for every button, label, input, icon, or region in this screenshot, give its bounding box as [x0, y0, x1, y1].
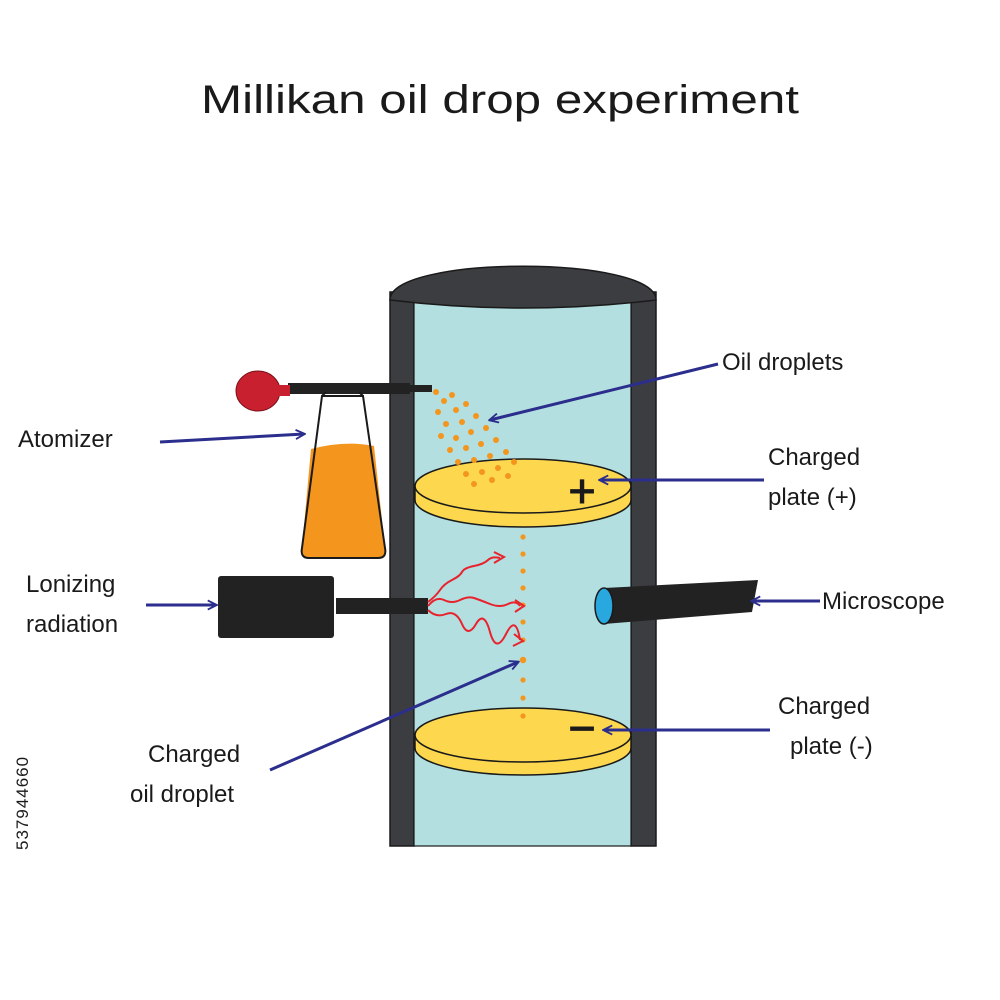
oil-droplet	[493, 437, 499, 443]
atomizer-bulb	[235, 370, 281, 412]
atomizer-nozzle-tube	[288, 383, 410, 394]
oil-droplet	[441, 398, 447, 404]
falling-droplet	[520, 551, 526, 557]
oil-droplet	[447, 447, 453, 453]
oil-droplet	[483, 425, 489, 431]
oil-droplet	[463, 471, 469, 477]
radiation-arrowhead	[512, 633, 525, 647]
chamber-top-rim	[389, 265, 657, 309]
oil-droplet	[511, 459, 517, 465]
radiation-source	[218, 551, 526, 647]
oil-droplet	[479, 469, 485, 475]
falling-droplet	[520, 695, 526, 701]
oil-spray	[433, 389, 517, 487]
atomizer-bulb-neck	[276, 385, 290, 396]
annotation-arrows	[146, 362, 820, 772]
oil-droplet	[443, 421, 449, 427]
charged-plate-positive: +	[414, 458, 632, 528]
atomizer-flask	[300, 391, 387, 559]
oil-droplet	[478, 441, 484, 447]
oil-droplet	[463, 445, 469, 451]
radiation-wave	[427, 609, 521, 645]
label-microscope: Microscope	[822, 588, 945, 615]
radiation-box	[218, 576, 334, 638]
oil-droplet	[463, 401, 469, 407]
label-atomizer: Atomizer	[18, 426, 113, 453]
radiation-tube	[336, 598, 428, 614]
oil-droplet	[487, 453, 493, 459]
label-charged-droplet-line2: oil droplet	[130, 781, 234, 808]
chamber-right-wall	[630, 291, 657, 847]
oil-droplet	[438, 433, 444, 439]
chamber-left-wall	[389, 291, 415, 847]
plus-sign: +	[566, 469, 598, 513]
oil-droplet	[468, 429, 474, 435]
charged-oil-droplet	[519, 656, 527, 664]
flask-glass	[300, 395, 387, 559]
label-charged-plate-pos-line1: Charged	[768, 444, 860, 471]
radiation-arrowhead	[514, 599, 526, 613]
microscope	[594, 580, 758, 625]
minus-sign: −	[566, 706, 598, 750]
oil-droplet	[453, 407, 459, 413]
flask-neck-right	[358, 391, 364, 397]
oil-droplet	[471, 481, 477, 487]
falling-droplet	[520, 713, 526, 719]
diagram-title: Millikan oil drop experiment	[201, 78, 799, 122]
flask-oil	[301, 443, 386, 558]
label-oil-droplets: Oil droplets	[722, 349, 843, 376]
flask-neck-left	[321, 391, 327, 397]
charged-droplet-arrow	[269, 662, 518, 772]
microscope-lens	[594, 587, 614, 625]
oil-droplet	[471, 457, 477, 463]
stock-image-id: 537944660	[13, 756, 32, 850]
atomizer-nozzle-tip	[408, 385, 432, 392]
label-charged-droplet-line1: Charged	[148, 741, 240, 768]
falling-droplet	[520, 534, 526, 540]
oil-droplet	[505, 473, 511, 479]
label-ionizing-line1: Lonizing	[26, 571, 115, 598]
falling-droplet	[520, 619, 526, 625]
oil-droplet	[489, 477, 495, 483]
oil-droplet	[459, 419, 465, 425]
radiation-wave	[427, 556, 501, 603]
oil-droplets-arrow	[490, 362, 719, 420]
label-charged-plate-pos-line2: plate (+)	[768, 484, 857, 511]
falling-droplet	[520, 568, 526, 574]
atomizer-arrow	[159, 434, 304, 444]
label-charged-plate-neg-line2: plate (-)	[790, 733, 873, 760]
oil-droplet	[433, 389, 439, 395]
plate-pos-top	[414, 458, 632, 514]
radiation-arrowhead	[493, 551, 507, 564]
oil-droplet	[435, 409, 441, 415]
atomizer-sprayer	[235, 370, 432, 412]
oil-droplet	[453, 435, 459, 441]
labels: Oil droplets Atomizer Charged plate (+) …	[18, 349, 945, 808]
plate-neg-top	[414, 707, 632, 763]
label-charged-plate-neg-line1: Charged	[778, 693, 870, 720]
oil-droplet	[449, 392, 455, 398]
falling-droplet	[520, 585, 526, 591]
oil-droplet	[503, 449, 509, 455]
oil-droplet	[473, 413, 479, 419]
microscope-tube	[604, 580, 758, 624]
falling-droplet	[520, 677, 526, 683]
charged-plate-negative: −	[414, 706, 632, 776]
radiation-wave	[427, 596, 521, 607]
oil-droplet	[455, 459, 461, 465]
label-ionizing-line2: radiation	[26, 611, 118, 638]
oil-droplet	[495, 465, 501, 471]
